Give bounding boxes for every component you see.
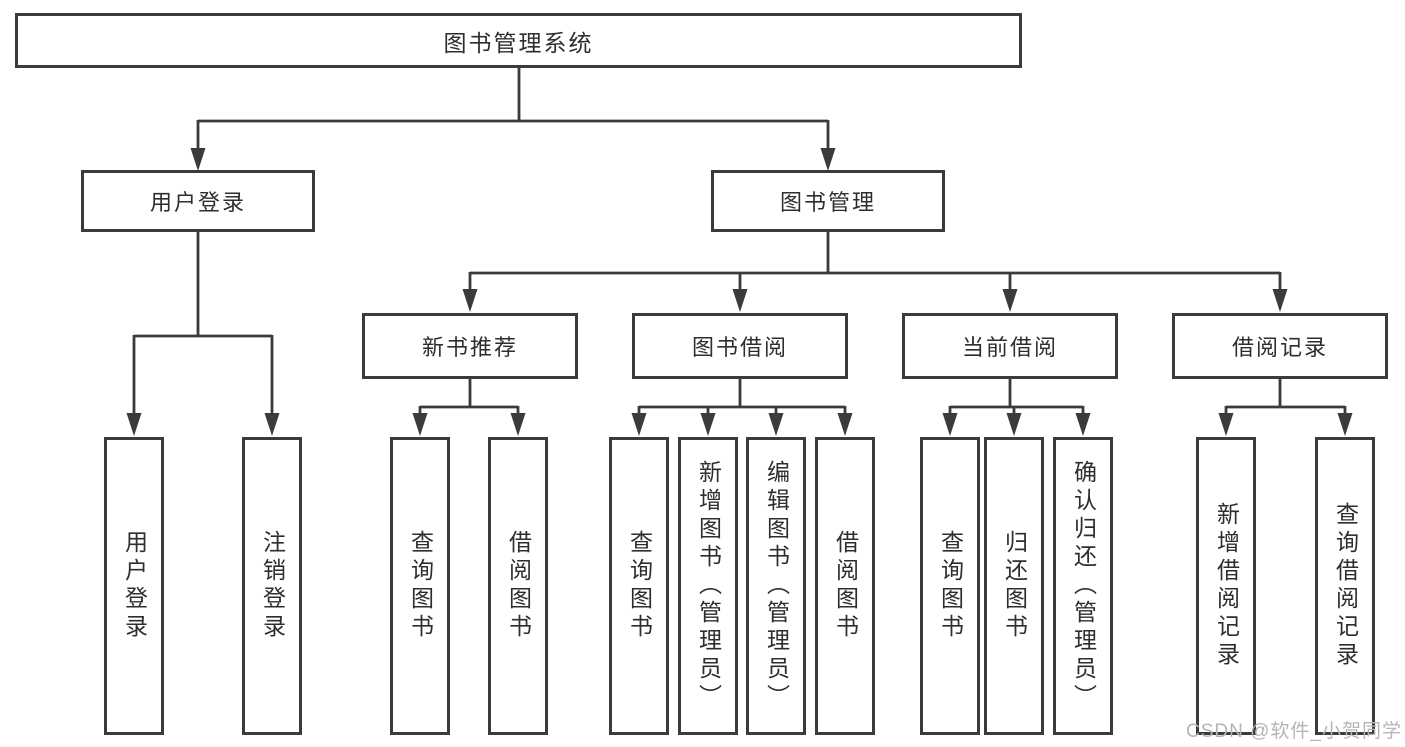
leaf-borrow-books-1: 借阅图书: [488, 437, 548, 735]
arrowheads-borrow-record-group: [1218, 413, 1353, 436]
leaf-logout: 注销登录: [242, 437, 302, 735]
leaf-label: 查询图书: [937, 530, 964, 642]
leaf-return-books: 归还图书: [984, 437, 1044, 735]
leaf-confirm-return-admin: 确认归还（管理员）: [1053, 437, 1113, 735]
node-user-login: 用户登录: [81, 170, 315, 232]
leaf-add-borrow-record: 新增借阅记录: [1196, 437, 1256, 735]
leaf-label: 查询借阅记录: [1332, 502, 1359, 670]
leaf-query-books-2: 查询图书: [609, 437, 669, 735]
node-book-borrow: 图书借阅: [632, 313, 848, 379]
node-current-borrow: 当前借阅: [902, 313, 1118, 379]
connector-root-to-level2: [196, 68, 830, 152]
arrowheads-level3: [462, 289, 1288, 312]
leaf-label: 查询图书: [407, 530, 434, 642]
arrowheads-level2: [190, 148, 836, 171]
connector-borrow-record-group: [1224, 379, 1347, 417]
leaf-user-login: 用户登录: [104, 437, 164, 735]
leaf-label: 编辑图书（管理员）: [763, 460, 790, 712]
arrowheads-new-book-group: [412, 413, 526, 436]
node-borrow-record: 借阅记录: [1172, 313, 1388, 379]
leaf-label: 注销登录: [259, 530, 286, 642]
connector-book-management-to-level3: [468, 232, 1282, 292]
leaf-query-books-3: 查询图书: [920, 437, 980, 735]
leaf-label: 新增借阅记录: [1213, 502, 1240, 670]
leaf-label: 确认归还（管理员）: [1070, 460, 1097, 712]
connector-book-borrow-group: [637, 379, 847, 417]
arrowheads-current-borrow-group: [942, 413, 1091, 436]
node-new-book-recommend: 新书推荐: [362, 313, 578, 379]
leaf-label: 新增图书（管理员）: [695, 460, 722, 712]
leaf-query-books-1: 查询图书: [390, 437, 450, 735]
connector-new-book-group: [418, 379, 520, 417]
leaf-label: 借阅图书: [505, 530, 532, 642]
leaf-label: 查询图书: [626, 530, 653, 642]
connector-current-borrow-group: [948, 379, 1085, 417]
csdn-watermark: CSDN @软件_小贺同学: [1186, 721, 1402, 742]
arrowheads-user-login-group: [126, 413, 280, 436]
arrowheads-book-borrow-group: [631, 413, 853, 436]
leaf-edit-books-admin: 编辑图书（管理员）: [746, 437, 806, 735]
leaf-label: 用户登录: [121, 530, 148, 642]
leaf-borrow-books-2: 借阅图书: [815, 437, 875, 735]
leaf-label: 借阅图书: [832, 530, 859, 642]
leaf-label: 归还图书: [1001, 530, 1028, 642]
connector-user-login-group: [132, 232, 274, 417]
leaf-add-books-admin: 新增图书（管理员）: [678, 437, 738, 735]
node-book-management: 图书管理: [711, 170, 945, 232]
leaf-query-borrow-record: 查询借阅记录: [1315, 437, 1375, 735]
node-library-management-system: 图书管理系统: [15, 13, 1022, 68]
